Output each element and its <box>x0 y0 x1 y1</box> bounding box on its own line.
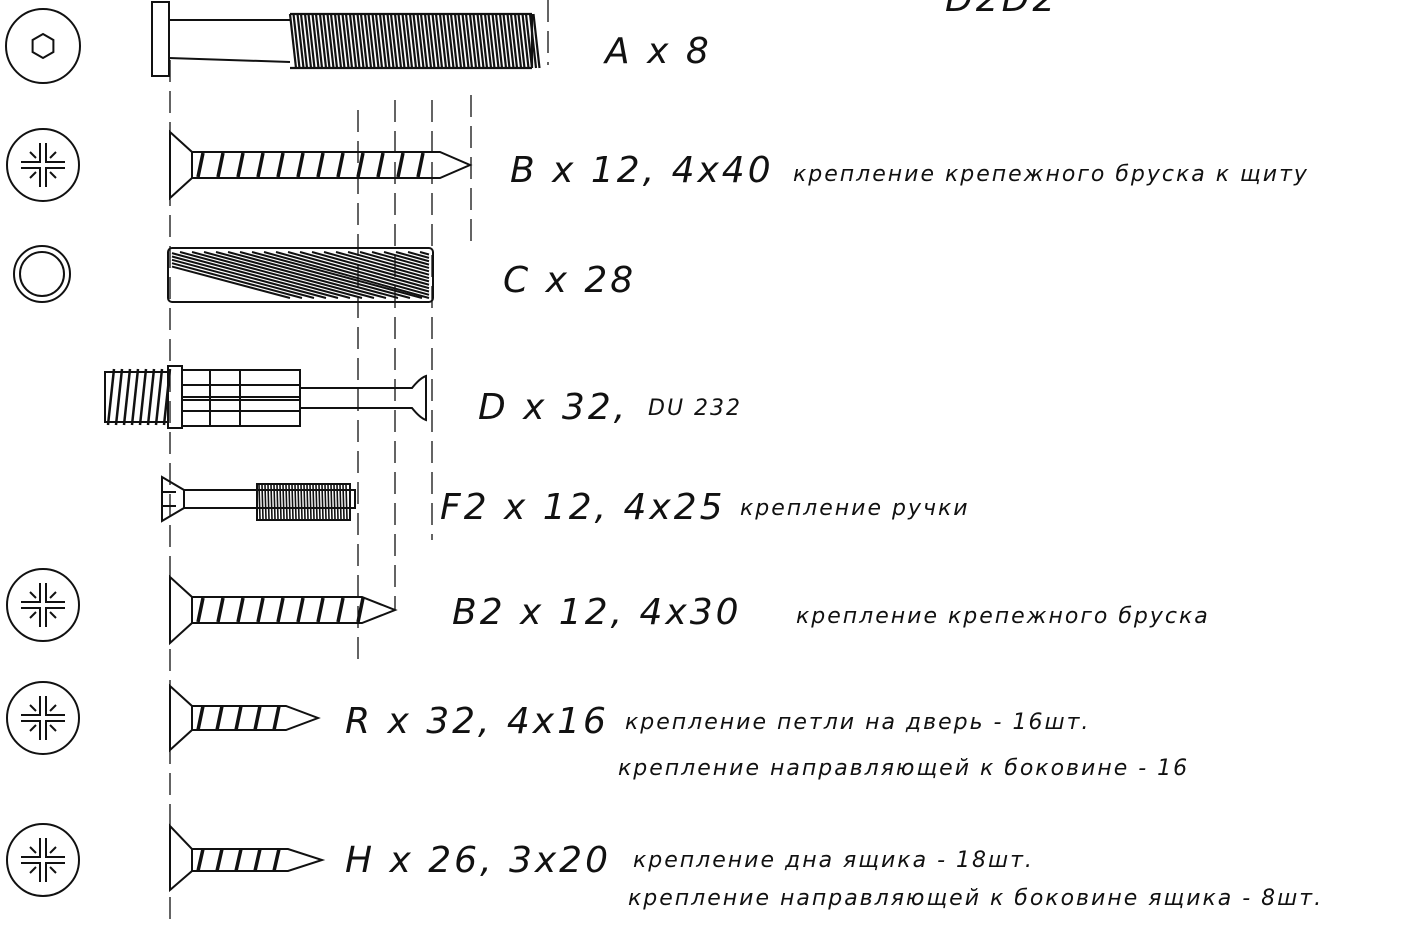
fastener-h-code: H x 26, 3x20 <box>345 840 611 881</box>
screw-r <box>169 683 321 753</box>
fastener-d-code: D x 32, <box>478 387 629 428</box>
pozidriv-head-icon <box>6 128 80 202</box>
fastener-h-note: крепление дна ящика - 18шт. <box>633 848 1034 873</box>
reference-dashed-lines <box>169 0 549 925</box>
fastener-a-code: A x 8 <box>605 31 712 72</box>
fastener-c-code: C x 28 <box>503 260 637 301</box>
fastener-d-note: DU 232 <box>648 396 743 421</box>
fastener-f2-code: F2 x 12, 4x25 <box>440 487 726 528</box>
fastener-r-code: R x 32, 4x16 <box>345 701 609 742</box>
fastener-h-note-2: крепление направляющей к боковине ящика … <box>628 886 1324 911</box>
connector-d <box>104 365 427 429</box>
fastener-f2-note: крепление ручки <box>740 496 970 521</box>
screw-a <box>151 1 541 77</box>
pozidriv-head-icon <box>6 568 80 642</box>
fastener-b2-code: B2 x 12, 4x30 <box>452 592 742 633</box>
screw-b <box>169 129 473 201</box>
screw-h <box>169 823 326 893</box>
fastener-b2-note: крепление крепежного бруска <box>796 604 1210 629</box>
dowel-c <box>167 247 434 303</box>
fastener-r-note: крепление петли на дверь - 16шт. <box>625 710 1091 735</box>
fastener-b-note: крепление крепежного бруска к щиту <box>793 162 1309 187</box>
fastener-b-code: B x 12, 4x40 <box>510 150 774 191</box>
fastener-r-note-2: крепление направляющей к боковине - 16 <box>618 756 1190 781</box>
screw-f2 <box>161 475 356 523</box>
pozidriv-head-icon <box>6 681 80 755</box>
hex-socket-head-icon <box>5 8 81 84</box>
screw-b2 <box>169 574 398 646</box>
pozidriv-head-icon <box>6 823 80 897</box>
round-dowel-end-icon <box>13 245 71 303</box>
corner-code: D2D2 <box>945 0 1058 18</box>
